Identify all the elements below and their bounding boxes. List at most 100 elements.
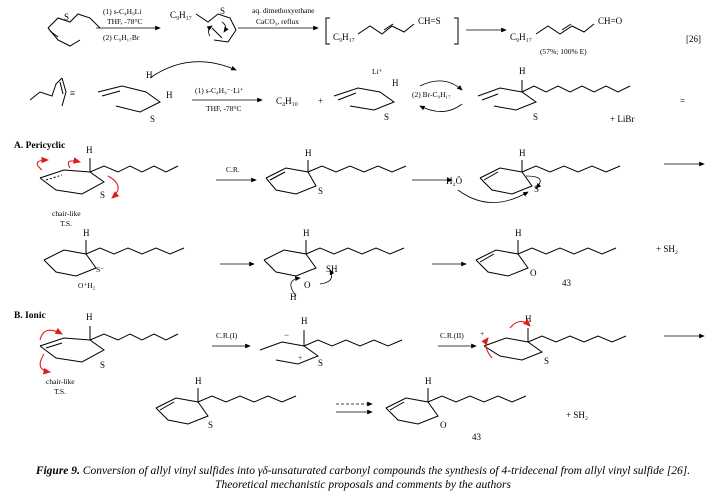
a2-S-minus: S⁻ — [96, 265, 104, 274]
row1-thioaldehyde-bracket: C₉H₁₇ CH=S — [325, 16, 459, 45]
b-zw-minus: − — [284, 330, 289, 340]
row2-open-sulfide: ≡ — [29, 77, 75, 107]
b-prod-O: O — [440, 420, 447, 430]
section-a-product-43: H O 43 + SH₂ — [475, 228, 678, 288]
a-thio-H: H — [305, 148, 312, 158]
a2b-H-ring: H — [290, 292, 297, 302]
row2-reagents-bot: THF, -78°C — [206, 104, 241, 113]
section-a-row2-intermediate2: H SH O H — [263, 228, 405, 302]
caption-text: Conversion of allyl vinyl sulfides into … — [79, 465, 691, 491]
section-b-product-43: H O 43 + SH₂ — [385, 376, 588, 442]
a2b-H: H — [303, 228, 310, 238]
row2-S2: S — [384, 112, 389, 122]
section-a-water-attack: H S H₂Ö — [446, 148, 621, 203]
a-water: H₂Ö — [446, 176, 463, 186]
a-ts-H: H — [86, 145, 93, 155]
b-ip-H: H — [525, 314, 532, 324]
row2-S: S — [150, 114, 155, 124]
b-ts-label-2: T.S. — [54, 387, 66, 396]
a2b-O: O — [304, 280, 311, 290]
row2-step2-label: (2) Br-C₉H₁₇ — [412, 90, 451, 99]
a-thio-S: S — [318, 186, 323, 196]
bracket-C9H17: C₉H₁₇ — [333, 32, 355, 42]
section-a-title: A. Pericyclic — [14, 141, 65, 151]
reagents2-bot: CaCO₃, reflux — [256, 17, 299, 26]
row2-butane: C₄H₁₀ — [276, 96, 298, 106]
section-b-zwitterion: H S − + — [259, 316, 403, 368]
product-yield: (57%; 100% E) — [540, 47, 587, 56]
reference-26: [26] — [686, 34, 701, 44]
a-prod-O: O — [530, 268, 537, 278]
row2-alkylated-product: H S + LiBr — [477, 66, 634, 124]
row2-equals: = — [680, 96, 685, 106]
row2-step2: (2) Br-C₉H₁₇ — [412, 80, 463, 112]
section-b-cr1-arrow: C.R.(I) — [212, 331, 251, 349]
b-prod-43: 43 — [472, 432, 482, 442]
a-plus-SH2: + SH₂ — [656, 244, 678, 254]
b-plus-SH2: + SH₂ — [566, 410, 588, 420]
product-C9H17: C₉H₁₇ — [510, 32, 532, 42]
row2-H3: H — [392, 78, 399, 88]
row1-start-sulfide: S — [47, 12, 101, 47]
row2-step1: (1) s-C₄H₉⁻·Li⁺ THF, -78°C — [192, 86, 263, 113]
b-ts-H: H — [86, 312, 93, 322]
product-CH=O: CH=O — [598, 16, 623, 26]
intermediate-C9H17: C₉H₁₇ — [170, 10, 192, 20]
row1-product-aldehyde: C₉H₁₇ CH=O (57%; 100% E) — [510, 16, 623, 56]
a-wa-S: S — [534, 184, 539, 194]
b-zw-H: H — [301, 316, 308, 326]
figure-number: Figure 9. — [35, 465, 80, 477]
section-a-cr-arrow: C.R. — [216, 165, 257, 183]
start-S-label: S — [64, 12, 69, 22]
section-b-cr2-arrow: C.R.(II) — [438, 331, 477, 349]
b-thio-H: H — [195, 376, 202, 386]
a-ts-S: S — [100, 190, 105, 200]
row2-plus: + — [318, 96, 323, 106]
row2-H2: H — [166, 90, 173, 100]
a-ts-label-2: T.S. — [60, 219, 72, 228]
row1-step2: aq. dimethoxyethane CaCO₃, reflux — [238, 6, 319, 31]
reaction-scheme: S (1) s-C₄H₉Li THF, -78°C (2) C₉H₁₇Br C₉… — [14, 6, 705, 442]
section-a-thioaldehyde: H S — [265, 148, 407, 196]
b-prod-H: H — [425, 376, 432, 386]
reagents1-bot: (2) C₉H₁₇Br — [103, 33, 140, 42]
section-a-row2-intermediate1: H S⁻ O⁺H₂ — [43, 228, 185, 290]
row2-H4: H — [519, 66, 526, 76]
b-CR1: C.R.(I) — [216, 331, 238, 340]
a-CR: C.R. — [226, 165, 240, 174]
bracket-CH=S: CH=S — [418, 16, 441, 26]
b-ip-S: S — [544, 356, 549, 366]
section-b-thioaldehyde: H S — [155, 376, 297, 430]
row2-lithio-anion: Li⁺ H S — [333, 67, 399, 122]
row2-equiv: ≡ — [70, 88, 75, 98]
b-ip-plus: + — [480, 329, 484, 338]
reagents1-top: (1) s-C₄H₉Li — [103, 7, 141, 16]
row2-H1: H — [146, 70, 153, 80]
section-b-chair-ts: H S chair-like T.S. — [39, 312, 179, 396]
a-ts-label-1: chair-like — [52, 209, 81, 218]
reagents2-top: aq. dimethoxyethane — [252, 6, 315, 15]
row2-LiBr: + LiBr — [610, 114, 634, 124]
b-ts-label-1: chair-like — [46, 377, 75, 386]
intermediate-S-label: S — [220, 6, 225, 16]
row2-Li: Li⁺ — [372, 67, 383, 76]
b-zw-plus: + — [298, 353, 302, 362]
a-wa-H: H — [519, 148, 526, 158]
a2-OH2-plus: O⁺H₂ — [78, 281, 96, 290]
section-a-chair-ts: H S chair-like T.S. — [36, 145, 179, 228]
b-thio-S: S — [208, 420, 213, 430]
row1-intermediate: C₉H₁₇ S — [170, 6, 237, 43]
section-b-title: B. Ionic — [14, 311, 46, 321]
row2-allyl-vinyl-sulfide: H H S — [97, 61, 237, 124]
row2-S3: S — [533, 112, 538, 122]
section-b-double-arrow — [336, 401, 373, 415]
b-ts-S: S — [100, 360, 105, 370]
a2-H: H — [83, 228, 90, 238]
section-b-ion-pair: H S + — [480, 314, 627, 366]
a2b-SH: SH — [326, 264, 338, 274]
figure-caption: Figure 9. Conversion of allyl vinyl sulf… — [18, 464, 708, 492]
a-prod-43: 43 — [562, 278, 572, 288]
b-CR2: C.R.(II) — [440, 331, 464, 340]
row2-reagents-top: (1) s-C₄H₉⁻·Li⁺ — [195, 86, 244, 95]
a-prod-H: H — [515, 228, 522, 238]
